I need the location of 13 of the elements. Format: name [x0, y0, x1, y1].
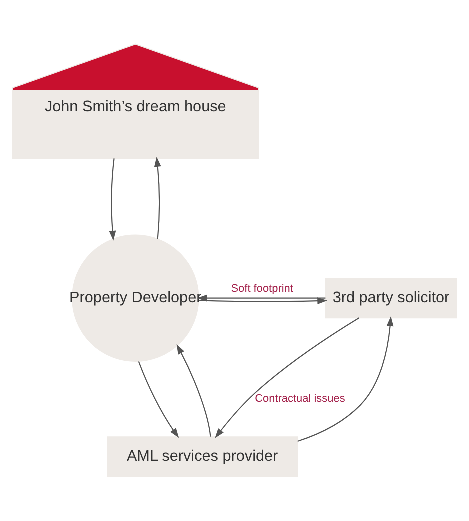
arrow: [109, 158, 116, 241]
node-box: 3rd party solicitor: [325, 278, 458, 319]
arrow: [138, 361, 180, 438]
arrow: [154, 156, 162, 240]
arrow: [176, 344, 212, 437]
arrow: [197, 294, 326, 302]
arrow: [198, 298, 328, 305]
arrow: [215, 318, 360, 438]
edge-label: Soft footprint: [231, 282, 294, 295]
edge-label: Contractual issues: [255, 393, 346, 406]
arrow: [298, 316, 394, 442]
node-circle: Property Developer: [72, 234, 200, 362]
node-box: AML services provider: [107, 436, 298, 478]
